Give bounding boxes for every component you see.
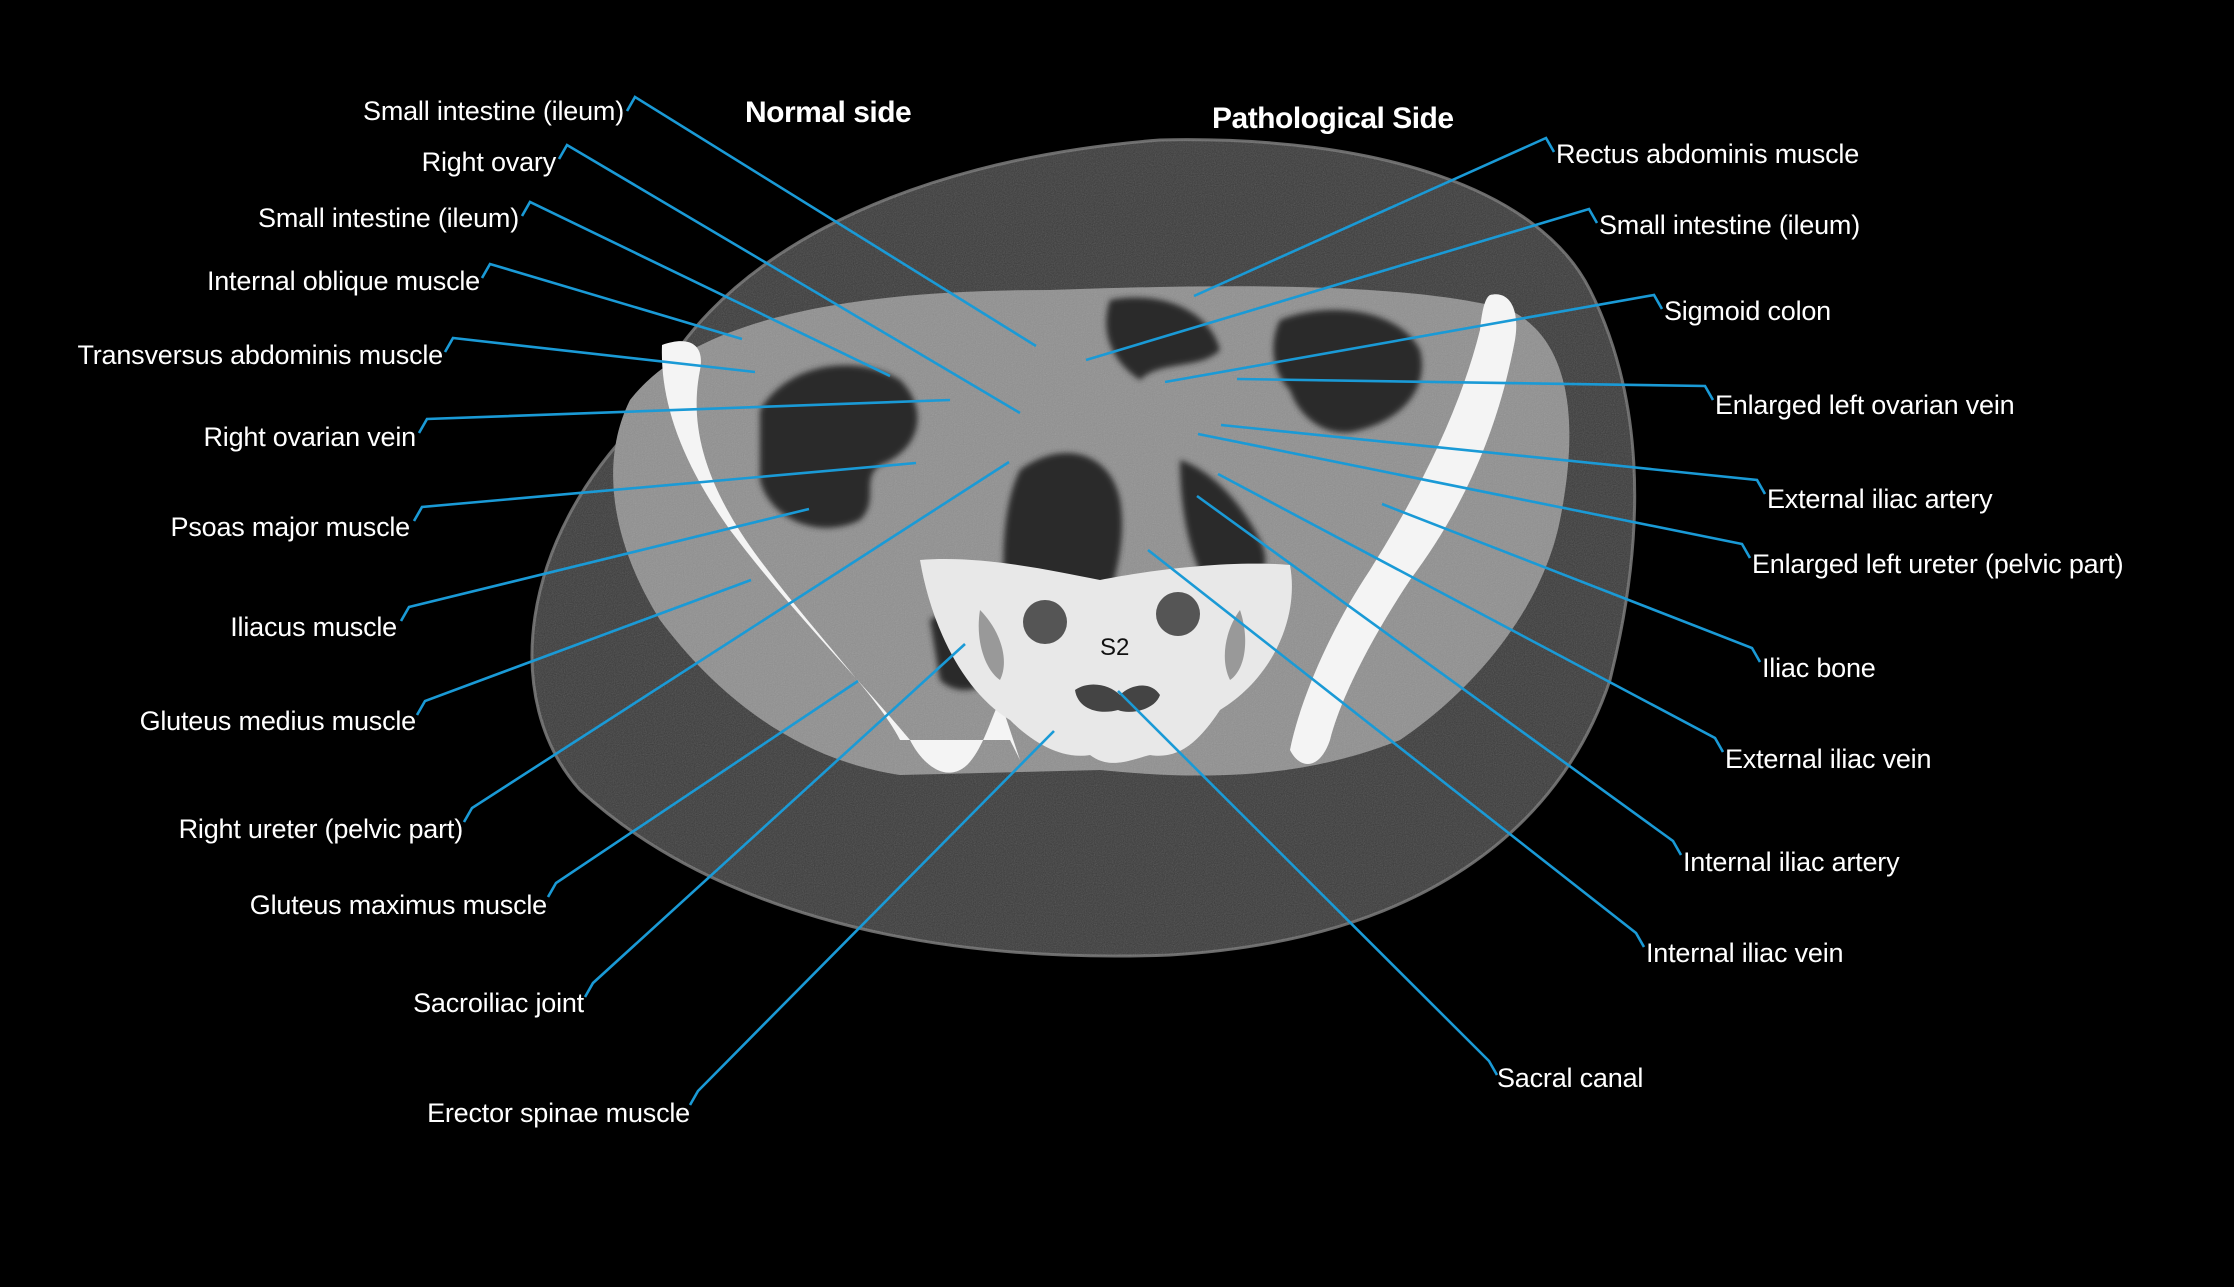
label-sacroiliac-joint-leader-line xyxy=(583,643,966,998)
label-iliacus-muscle: Iliacus muscle xyxy=(230,612,397,642)
label-enlarged-left-ovarian-vein-leader-line xyxy=(1236,377,1715,401)
label-erector-spinae-muscle: Erector spinae muscle xyxy=(427,1098,690,1128)
label-enlarged-left-ureter-pelvic-part: Enlarged left ureter (pelvic part) xyxy=(1752,549,2124,579)
label-gluteus-maximus-muscle: Gluteus maximus muscle xyxy=(249,890,547,920)
label-external-iliac-artery: External iliac artery xyxy=(1767,484,1993,514)
label-enlarged-left-ureter-pelvic-part-leader-line xyxy=(1197,432,1752,559)
label-iliac-bone-leader-line xyxy=(1381,502,1762,663)
label-internal-iliac-vein-leader-line xyxy=(1147,548,1646,948)
label-sacral-canal: Sacral canal xyxy=(1497,1063,1644,1093)
label-right-ovarian-vein: Right ovarian vein xyxy=(203,422,416,452)
label-internal-iliac-vein: Internal iliac vein xyxy=(1646,938,1844,968)
label-external-iliac-artery-leader-line xyxy=(1220,423,1767,495)
label-transversus-abdominis-muscle: Transversus abdominis muscle xyxy=(77,340,443,370)
label-internal-iliac-artery-leader-line xyxy=(1196,494,1683,856)
label-erector-spinae-muscle-leader-line xyxy=(688,730,1055,1106)
label-internal-oblique-muscle-leader-line xyxy=(480,262,743,341)
label-iliac-bone: Iliac bone xyxy=(1762,653,1876,683)
label-psoas-major-muscle: Psoas major muscle xyxy=(170,512,411,542)
normal-side-heading: Normal side xyxy=(745,96,912,129)
label-psoas-major-muscle-leader-line xyxy=(412,461,917,522)
label-small-intestine-ileum: Small intestine (ileum) xyxy=(363,96,624,126)
label-small-intestine-ileum: Small intestine (ileum) xyxy=(258,203,519,233)
label-rectus-abdominis-muscle: Rectus abdominis muscle xyxy=(1556,139,1860,169)
label-internal-iliac-artery: Internal iliac artery xyxy=(1683,847,1900,877)
sacrum xyxy=(920,559,1292,763)
label-small-intestine-ileum-leader-line xyxy=(1085,207,1599,362)
label-rectus-abdominis-muscle-leader-line xyxy=(1193,136,1556,298)
label-iliacus-muscle-leader-line xyxy=(399,507,810,622)
label-gluteus-maximus-muscle-leader-line xyxy=(546,679,859,898)
label-transversus-abdominis-muscle-leader-line xyxy=(443,336,756,374)
label-right-ovary: Right ovary xyxy=(421,147,557,177)
label-sacroiliac-joint: Sacroiliac joint xyxy=(413,988,584,1018)
label-small-intestine-ileum: Small intestine (ileum) xyxy=(1599,210,1860,240)
label-external-iliac-vein: External iliac vein xyxy=(1725,744,1932,774)
label-right-ureter-pelvic-part-leader-line xyxy=(462,460,1010,823)
iliac-bones xyxy=(661,294,1517,773)
label-sigmoid-colon: Sigmoid colon xyxy=(1664,296,1831,326)
label-gluteus-medius-muscle: Gluteus medius muscle xyxy=(139,706,417,736)
vertebra-label-s2: S2 xyxy=(1100,634,1130,661)
label-gluteus-medius-muscle-leader-line xyxy=(415,578,752,716)
label-enlarged-left-ovarian-vein: Enlarged left ovarian vein xyxy=(1715,390,2015,420)
label-sacral-canal-leader-line xyxy=(1117,690,1499,1076)
label-right-ovarian-vein-leader-line xyxy=(417,398,951,434)
label-small-intestine-ileum-leader-line xyxy=(625,95,1037,348)
leader-lines xyxy=(399,95,1767,1106)
label-small-intestine-ileum-leader-line xyxy=(520,200,891,378)
label-external-iliac-vein-leader-line xyxy=(1217,472,1725,753)
label-right-ovary-leader-line xyxy=(557,143,1021,415)
label-internal-oblique-muscle: Internal oblique muscle xyxy=(206,266,480,296)
label-right-ureter-pelvic-part: Right ureter (pelvic part) xyxy=(178,814,464,844)
pathological-side-heading: Pathological Side xyxy=(1212,102,1454,135)
label-sigmoid-colon-leader-line xyxy=(1164,293,1664,384)
